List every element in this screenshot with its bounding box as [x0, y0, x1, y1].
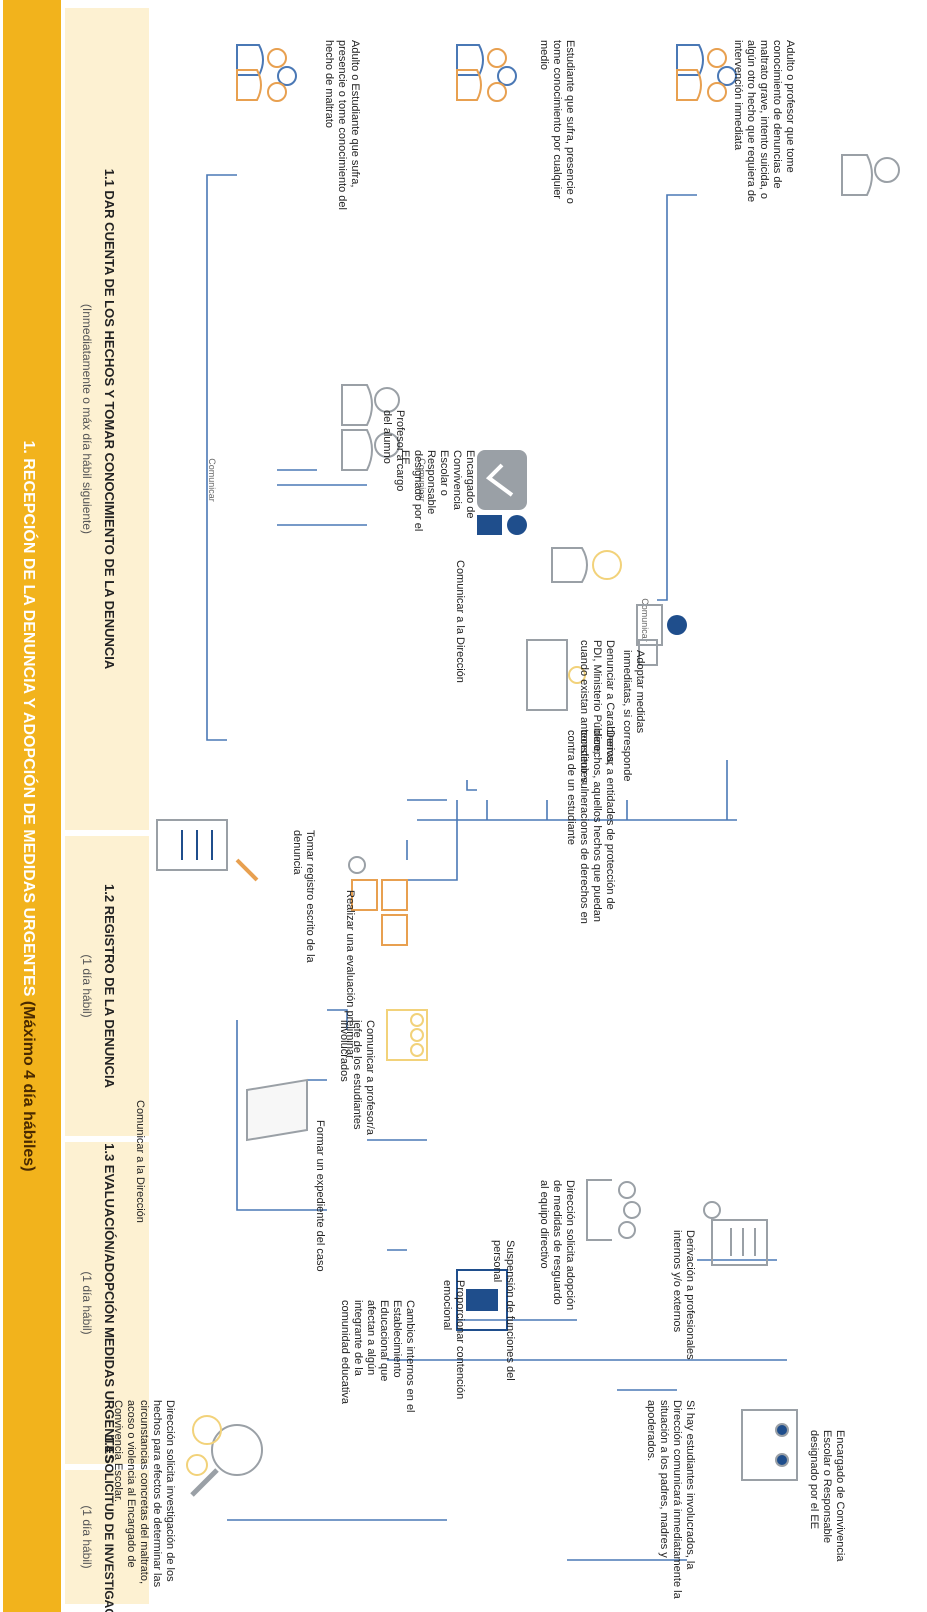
folder-icon — [246, 1078, 308, 1142]
people-group-icon — [456, 44, 517, 102]
evaluation-board-icon — [348, 856, 408, 946]
node-coordinator: Encargado deConvivenciaEscolar oResponsa… — [399, 450, 476, 531]
phase-4-title: 1.4 SOLICITUD DE INVESTIGACIÓN — [102, 1436, 117, 1612]
phase-3-subtitle: (1 día hábil) — [80, 1271, 94, 1334]
node-direction-requests: Dirección solicita adopciónde medidas de… — [538, 1180, 576, 1310]
phase-1-subtitle: (Inmediatamente o máx día hábil siguient… — [80, 304, 94, 534]
node-parents: Si hay estudiantes involucrados, laDirec… — [645, 1400, 696, 1600]
phase-band-3 — [65, 1142, 149, 1464]
node-derivation: Derivación a profesionalesinternos y/o e… — [671, 1230, 696, 1360]
node-emotional: Proporcionar contenciónemocional — [441, 1280, 466, 1399]
phase-band-2 — [65, 836, 149, 1136]
clipboard-icon — [456, 1269, 508, 1331]
people-group-icon — [676, 44, 737, 102]
phase-band-4 — [65, 1470, 149, 1604]
node-protection: Derivar a entidades de protección dedere… — [565, 730, 616, 924]
node-internal-changes: Cambios internos en elEstablecimientoEdu… — [339, 1300, 416, 1413]
students-group-icon — [386, 1009, 428, 1061]
phase-1-title: 1.1 DAR CUENTA DE LOS HECHOS Y TOMAR CON… — [102, 169, 117, 670]
node-coordinator-2: Encargado de ConvivenciaEscolar o Respon… — [808, 1430, 846, 1562]
node-reporter-adult: Adulto o Estudiante que sufra,presencie … — [323, 40, 361, 210]
node-reporter-teacher: Adulto o profesor que tomeconocimiento d… — [732, 40, 796, 202]
node-case-file: Formar un expediente del caso — [314, 1120, 326, 1272]
person-outline-icon — [341, 429, 400, 471]
document-list-icon — [703, 1201, 768, 1266]
node-written-record: Tomar registro escrito de ladenuncia — [291, 830, 316, 964]
document-pen-icon — [156, 819, 259, 882]
node-notify-direction-1: Comunicar a la Dirección — [454, 560, 466, 683]
node-police: Denunciar a Carabineros,PDI, Ministerio … — [578, 640, 616, 784]
phase-2-title: 1.2 REGISTRO DE LA DENUNCIA — [102, 884, 117, 1089]
node-investigation: Dirección solicita investigación de losh… — [112, 1400, 176, 1588]
node-immediate-measures: Adoptar medidasinmediatas, si correspond… — [621, 650, 646, 781]
advisor-at-laptop-icon — [636, 604, 687, 666]
node-reporter-student: Estudiante que sufra, presencie otome co… — [538, 40, 576, 204]
connector-label-2: Comunicar — [417, 458, 427, 502]
parents-meeting-icon — [741, 1409, 798, 1481]
reception-desk-icon — [526, 639, 586, 711]
node-head-teacher: Profesor a cargodel alumno — [381, 410, 406, 491]
title-bar-text: 1. RECEPCIÓN DE LA DENUNCIA Y ADOPCIÓN D… — [20, 440, 39, 1171]
connector-lines — [206, 174, 787, 1561]
magnifier-gears-icon — [186, 1415, 263, 1497]
person-outline-icon — [341, 384, 400, 426]
connector-label-3: Comunicar — [640, 598, 650, 642]
node-notify-teacher: Comunicar a profesor/ajefe de los estudi… — [338, 1019, 376, 1136]
phase-band-1 — [65, 8, 149, 830]
node-suspension: Suspensión de funciones delpersonal — [491, 1240, 516, 1381]
phase-3-title: 1.3 EVALUACIÓN/ADOPCIÓN MEDIDAS URGENTES — [102, 1143, 117, 1463]
phase-2-subtitle: (1 día hábil) — [80, 954, 94, 1017]
people-group-icon — [236, 44, 297, 102]
person-outline-icon — [841, 154, 900, 196]
phase-4-subtitle: (1 día hábil) — [80, 1505, 94, 1568]
speech-check-icon — [477, 450, 527, 535]
connector-label-1: Comunicar — [207, 458, 217, 502]
team-meeting-icon — [586, 1179, 641, 1241]
node-notify-direction-2: Comunicar a la Dirección — [134, 1100, 146, 1223]
node-preliminary: Realizar una evaluación preliminar — [344, 890, 356, 1059]
police-icon — [551, 547, 622, 583]
node-texts: Adulto o Estudiante que sufra,presencie … — [112, 40, 846, 1600]
title-bar — [3, 0, 61, 1612]
